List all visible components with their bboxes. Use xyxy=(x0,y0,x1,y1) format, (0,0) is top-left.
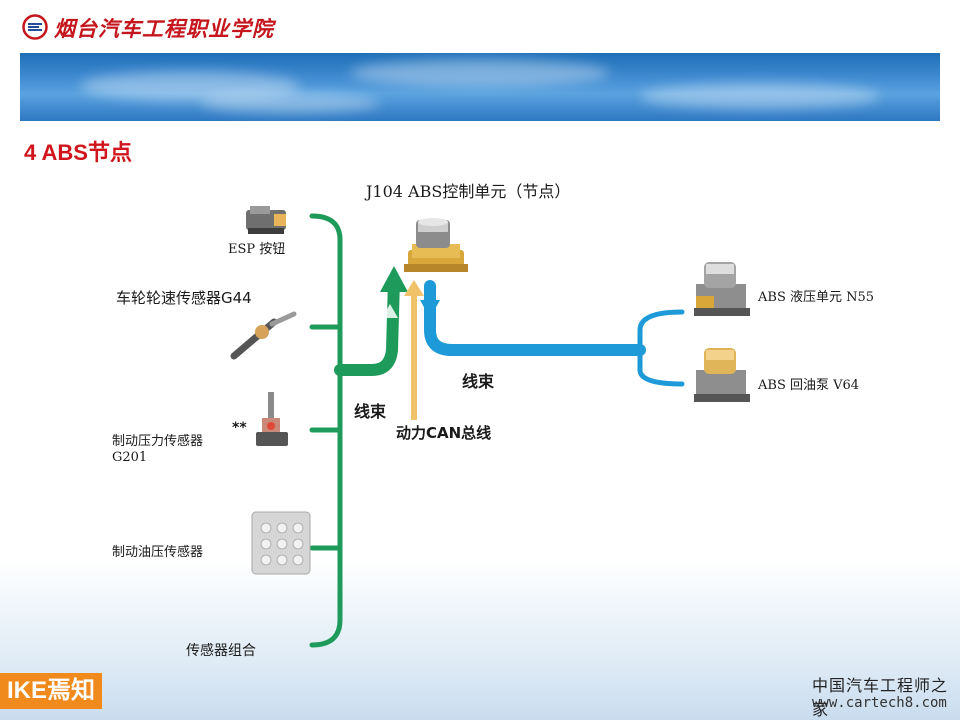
wire-harness-left-label: 线束 xyxy=(354,402,387,421)
brake-pressure-sensor-icon xyxy=(256,392,288,446)
esp-button-label: ESP 按钮 xyxy=(228,242,286,257)
hydraulic-unit-label: ABS 液压单元 N55 xyxy=(758,290,875,305)
arrow-up-icon xyxy=(382,304,398,318)
wire-harness-blue-split xyxy=(637,309,685,387)
watermark-text: 中国汽车工程师之家 xyxy=(812,676,949,719)
brake-pressure-sensor-label: 制动压力传感器 xyxy=(112,434,204,449)
control-unit-label: J104 ABS控制单元（节点） xyxy=(366,182,571,201)
arrow-down-icon xyxy=(420,300,440,318)
hydraulic-unit-icon xyxy=(694,262,750,316)
ike-brand-logo: IKE焉知 xyxy=(0,673,102,709)
abs-control-unit-icon xyxy=(404,218,468,272)
footnote-marker: ** xyxy=(232,420,247,436)
return-pump-icon xyxy=(694,348,750,402)
arrow-up-icon xyxy=(404,280,424,296)
sensor-assembly-label: 传感器组合 xyxy=(186,643,256,659)
esp-button-connector-icon xyxy=(246,206,286,234)
wire-harness-blue xyxy=(424,280,646,356)
wire-harness-right-label: 线束 xyxy=(462,372,495,391)
brake-oil-pressure-sensor-icon xyxy=(251,511,311,575)
can-bus-label: 动力CAN总线 xyxy=(396,424,492,442)
return-pump-label: ABS 回油泵 V64 xyxy=(758,378,860,393)
wheel-speed-sensor-icon xyxy=(230,311,297,360)
brake-oil-pressure-sensor-label: 制动油压传感器 xyxy=(112,545,204,560)
school-logo-icon xyxy=(22,14,48,40)
wire-harness-green xyxy=(309,213,343,648)
brake-pressure-sensor-code: G201 xyxy=(112,450,148,465)
header: 烟台汽车工程职业学院 xyxy=(0,0,960,52)
arrow-up-icon xyxy=(380,266,408,292)
header-banner xyxy=(20,53,940,121)
wire-harness-branch xyxy=(334,274,400,376)
wheel-speed-sensor-label: 车轮轮速传感器G44 xyxy=(116,289,252,307)
background-gradient xyxy=(0,560,960,720)
watermark-url: www.cartech8.com xyxy=(812,695,947,711)
school-name: 烟台汽车工程职业学院 xyxy=(54,16,274,41)
slide-title: 4 ABS节点 xyxy=(24,140,132,165)
